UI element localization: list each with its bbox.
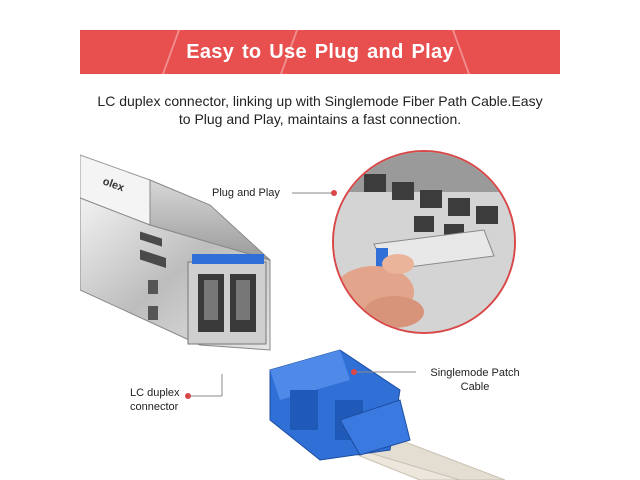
sfp-module-image: olex (80, 154, 271, 351)
callout-lc-duplex: LC duplex connector (130, 386, 190, 414)
lc-connector-image (269, 349, 506, 480)
leader-dot-plug (331, 190, 337, 196)
callout-plug-and-play: Plug and Play (212, 187, 280, 199)
description-line-1: LC duplex connector, linking up with Sin… (97, 93, 543, 109)
callout-lc-line-2: connector (130, 401, 179, 413)
switch-inset-photo (332, 150, 516, 334)
switch-port-illustration (334, 152, 514, 332)
description-text: LC duplex connector, linking up with Sin… (60, 92, 580, 128)
callout-singlemode-line-1: Singlemode Patch (430, 367, 520, 379)
header-banner: Easy to Use Plug and Play (80, 30, 560, 74)
banner-title: Easy to Use Plug and Play (186, 40, 454, 63)
callout-lc-line-1: LC duplex (130, 387, 180, 399)
callout-singlemode-line-2: Cable (460, 381, 490, 393)
callout-singlemode-cable: Singlemode Patch Cable (420, 366, 530, 394)
description-line-2: to Plug and Play, maintains a fast conne… (178, 111, 462, 127)
